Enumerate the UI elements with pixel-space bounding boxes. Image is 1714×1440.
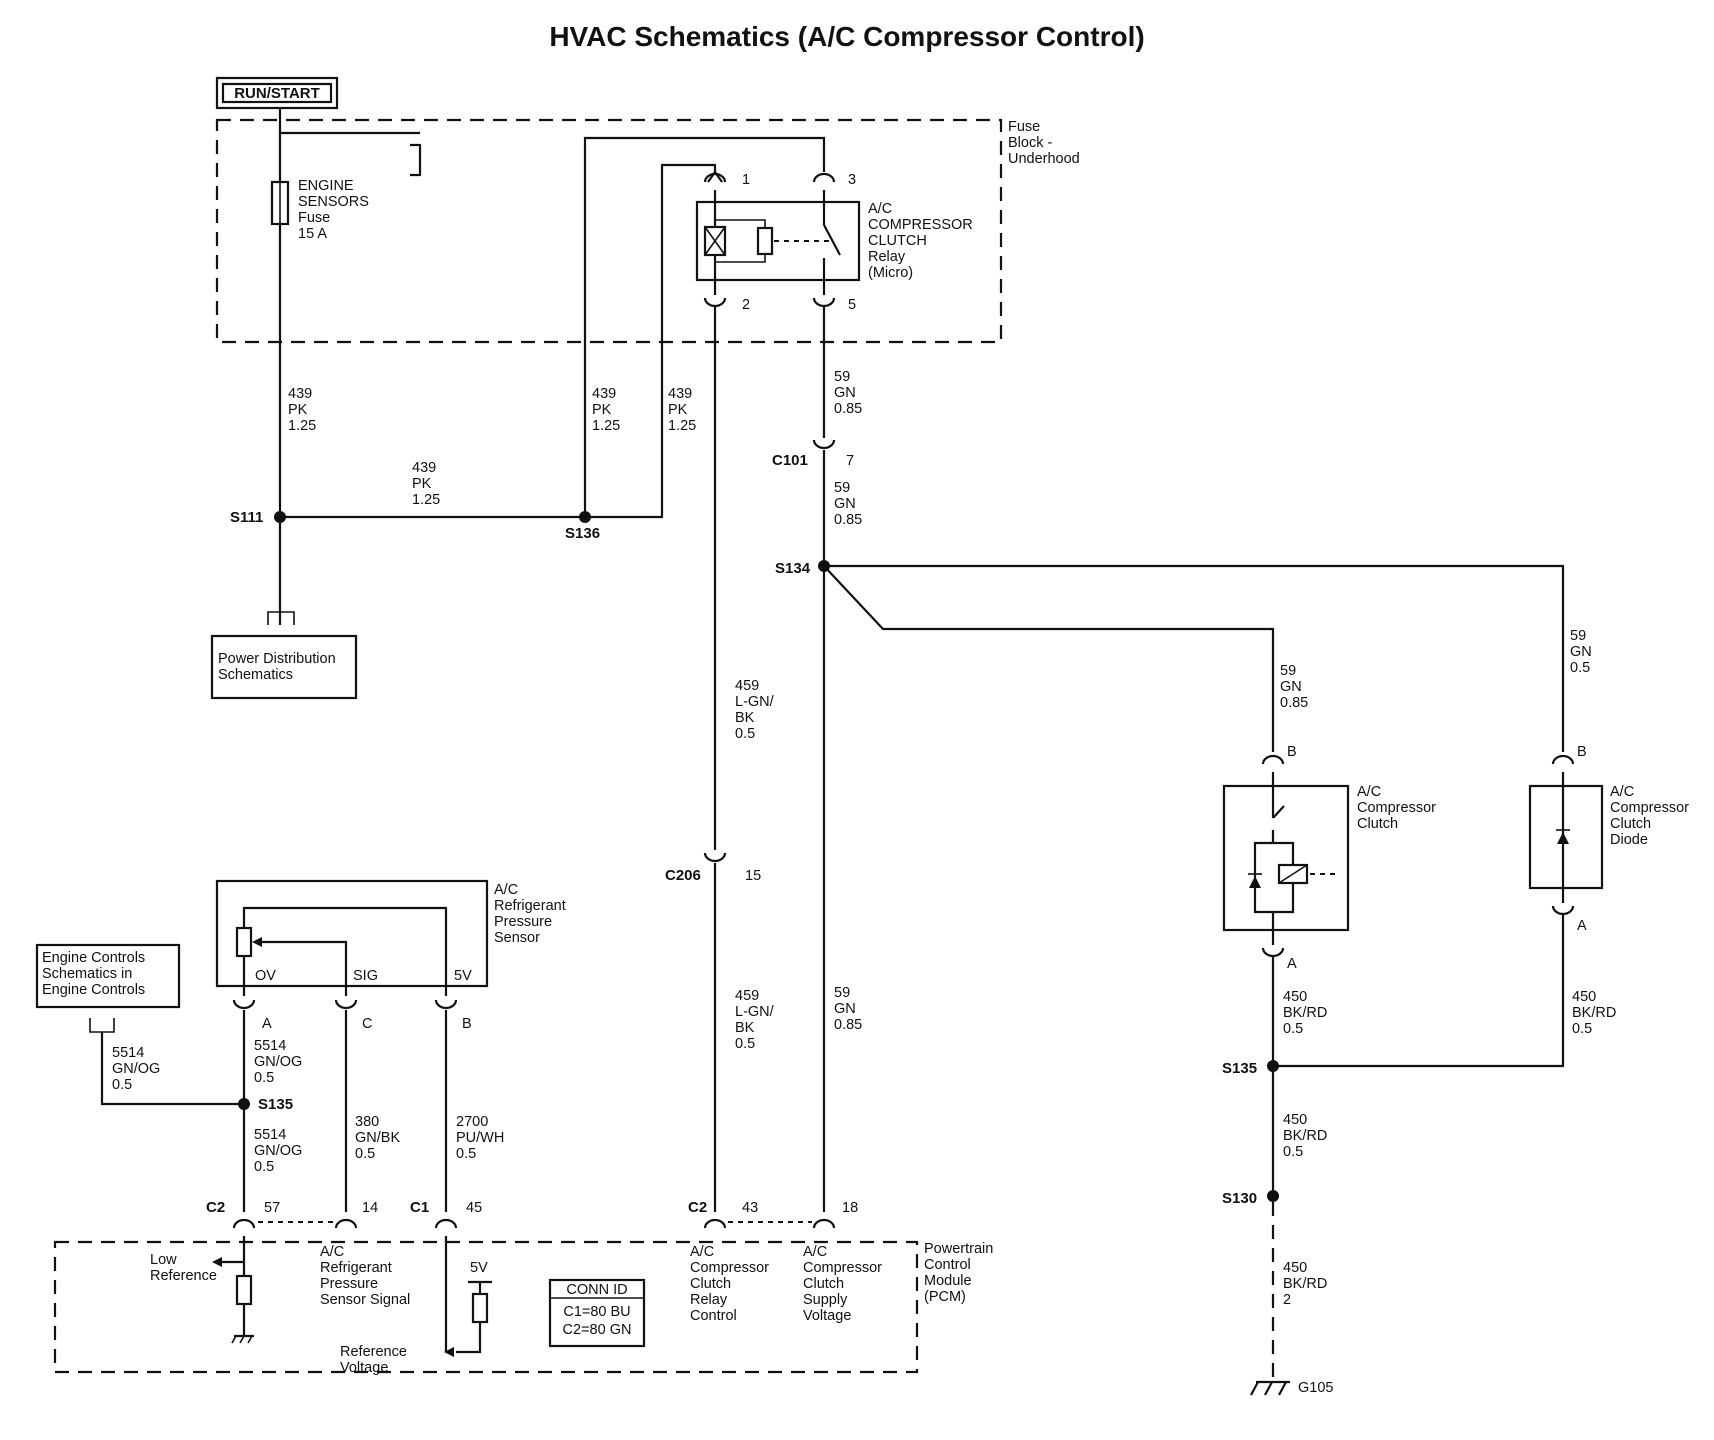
pcm-5v: 5V bbox=[470, 1260, 488, 1276]
wire-439-s136: 439 PK 1.25 bbox=[592, 386, 620, 434]
sensor-pin-ov: OV bbox=[255, 968, 276, 984]
fuse-block-label: Fuse Block - Underhood bbox=[1008, 119, 1080, 167]
svg-text:Engine Controls Schemati: Engine Controls Schematics in Engine Con… bbox=[42, 950, 149, 998]
wire-450-diode: 450 BK/RD 0.5 bbox=[1572, 989, 1620, 1037]
pressure-sensor-box bbox=[215, 879, 489, 988]
pcm-pin-45: 45 bbox=[466, 1200, 482, 1216]
engine-sensors-fuse bbox=[270, 180, 290, 226]
fuse-block-outline bbox=[215, 118, 1003, 344]
connector-c206-pin: 15 bbox=[745, 868, 761, 884]
conn-id-box: CONN ID C1=80 BU C2=80 GN bbox=[548, 1278, 646, 1348]
pcm-sensor-signal: A/C Refrigerant Pressure Sensor Signal bbox=[320, 1244, 410, 1308]
splice-s135-left bbox=[238, 1098, 250, 1110]
sensor-pin-sig: SIG bbox=[353, 968, 378, 984]
wire-59-c101: 59 GN 0.85 bbox=[834, 480, 862, 528]
splice-s136-label: S136 bbox=[565, 525, 600, 542]
pcm-pin-43: 43 bbox=[742, 1200, 758, 1216]
wire-439-left: 439 PK 1.25 bbox=[288, 386, 316, 434]
wire-2700: 2700 PU/WH 0.5 bbox=[456, 1114, 508, 1162]
sensor-conn-c: C bbox=[362, 1016, 372, 1032]
pcm-connector-c1: C1 bbox=[410, 1199, 429, 1216]
wire-5514-left: 5514 GN/OG 0.5 bbox=[112, 1045, 164, 1093]
relay-pin-3: 3 bbox=[848, 172, 856, 188]
sensor-conn-a: A bbox=[262, 1016, 272, 1032]
pcm-pin-14: 14 bbox=[362, 1200, 378, 1216]
ac-clutch-relay bbox=[695, 171, 861, 308]
wire-5514-bottom: 5514 GN/OG 0.5 bbox=[254, 1127, 306, 1175]
connector-c101: C101 bbox=[772, 452, 808, 469]
page-title: HVAC Schematics (A/C Compressor Control) bbox=[549, 21, 1144, 52]
pcm-supply-voltage: A/C Compressor Clutch Supply Voltage bbox=[803, 1244, 886, 1324]
sensor-potentiometer bbox=[235, 926, 253, 958]
wire-59-clutch: 59 GN 0.85 bbox=[1280, 663, 1308, 711]
wire-459-bottom: 459 L-GN/ BK 0.5 bbox=[735, 988, 778, 1052]
pcm-label: Powertrain Control Module (PCM) bbox=[924, 1241, 997, 1305]
svg-text:Power Distribution Schem: Power Distribution Schematics bbox=[218, 651, 340, 683]
wire-5514-top: 5514 GN/OG 0.5 bbox=[254, 1038, 306, 1086]
wire-439-right: 439 PK 1.25 bbox=[668, 386, 696, 434]
wire-450-s135: 450 BK/RD 0.5 bbox=[1283, 1112, 1331, 1160]
ac-compressor-clutch-diode bbox=[1528, 754, 1604, 916]
diode-label: A/C Compressor Clutch Diode bbox=[1610, 784, 1693, 848]
splice-s134-label: S134 bbox=[775, 560, 811, 577]
wire-59-top: 59 GN 0.85 bbox=[834, 369, 862, 417]
wire-59-diode: 59 GN 0.5 bbox=[1570, 628, 1596, 676]
wire-450-ground: 450 BK/RD 2 bbox=[1283, 1260, 1331, 1308]
splice-s111 bbox=[274, 511, 286, 523]
pcm-outline bbox=[53, 1240, 919, 1374]
svg-text:C2=80 GN: C2=80 GN bbox=[563, 1322, 632, 1338]
splice-s135-left-label: S135 bbox=[258, 1096, 293, 1113]
pcm-pin-57: 57 bbox=[264, 1200, 280, 1216]
wire-59-bottom: 59 GN 0.85 bbox=[834, 985, 862, 1033]
wire-459-top: 459 L-GN/ BK 0.5 bbox=[735, 678, 778, 742]
diode-pin-a: A bbox=[1577, 918, 1587, 934]
engine-controls-ref: Engine Controls Schematics in Engine Con… bbox=[35, 943, 181, 1009]
pcm-low-reference: Low Reference bbox=[150, 1252, 217, 1284]
ac-compressor-clutch bbox=[1222, 754, 1350, 958]
svg-text:CONN ID: CONN ID bbox=[566, 1282, 627, 1298]
splice-s130-label: S130 bbox=[1222, 1190, 1257, 1207]
pcm-relay-control: A/C Compressor Clutch Relay Control bbox=[690, 1244, 773, 1324]
sensor-label: A/C Refrigerant Pressure Sensor bbox=[494, 882, 570, 946]
splice-s135-right bbox=[1267, 1060, 1279, 1072]
splice-s130 bbox=[1267, 1190, 1279, 1202]
clutch-label: A/C Compressor Clutch bbox=[1357, 784, 1440, 832]
connector-c206: C206 bbox=[665, 867, 701, 884]
relay-pin-5: 5 bbox=[848, 297, 856, 313]
splice-s111-label: S111 bbox=[230, 509, 263, 526]
run-start-label: RUN/START bbox=[215, 76, 339, 110]
pcm-pin-18: 18 bbox=[842, 1200, 858, 1216]
wire-380: 380 GN/BK 0.5 bbox=[355, 1114, 404, 1162]
fuse-label: ENGINE SENSORS Fuse 15 A bbox=[298, 178, 373, 242]
relay-label: A/C COMPRESSOR CLUTCH Relay (Micro) bbox=[868, 201, 977, 281]
wire-439-mid: 439 PK 1.25 bbox=[412, 460, 440, 508]
wire-450-clutch: 450 BK/RD 0.5 bbox=[1283, 989, 1331, 1037]
power-distribution-ref: Power Distribution Schematics bbox=[210, 634, 358, 700]
clutch-pin-a: A bbox=[1287, 956, 1297, 972]
svg-text:C1=80 BU: C1=80 BU bbox=[563, 1304, 630, 1320]
relay-pin-1: 1 bbox=[742, 172, 750, 188]
connector-c101-pin: 7 bbox=[846, 453, 854, 469]
ground-label: G105 bbox=[1298, 1380, 1333, 1396]
ground-symbol-g105 bbox=[1250, 1380, 1290, 1396]
sensor-conn-b: B bbox=[462, 1016, 472, 1032]
clutch-pin-b: B bbox=[1287, 744, 1297, 760]
relay-pin-2: 2 bbox=[742, 297, 750, 313]
pcm-connector-c2-left: C2 bbox=[206, 1199, 225, 1216]
pcm-connector-c2-right: C2 bbox=[688, 1199, 707, 1216]
svg-text:RUN/START: RUN/START bbox=[234, 85, 320, 102]
diode-pin-b: B bbox=[1577, 744, 1587, 760]
splice-s135-right-label: S135 bbox=[1222, 1060, 1257, 1077]
pcm-reference-voltage: Reference Voltage bbox=[340, 1344, 411, 1376]
sensor-pin-5v: 5V bbox=[454, 968, 472, 984]
